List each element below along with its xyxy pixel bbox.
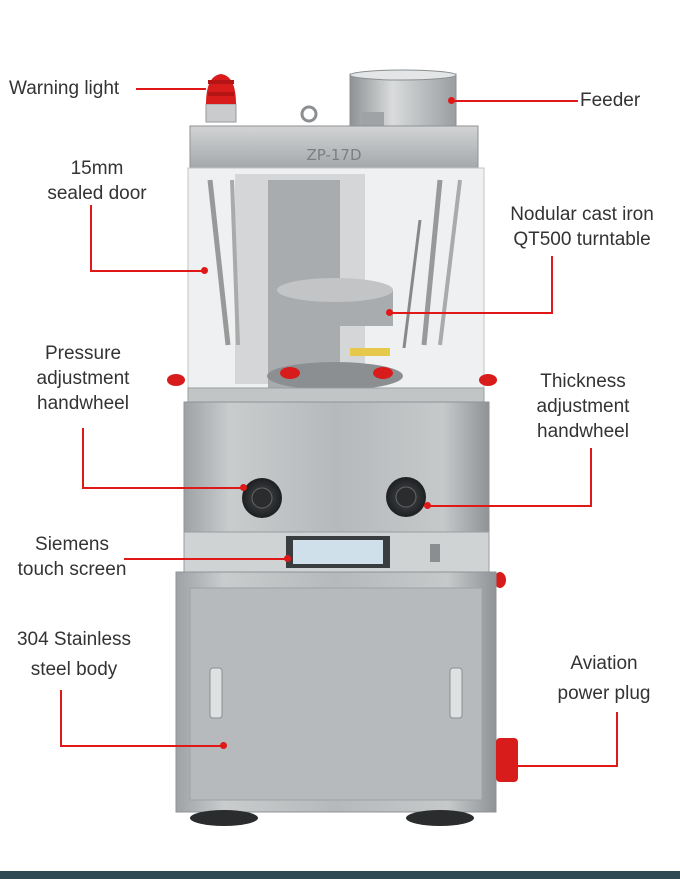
label-thickness-line-2: adjustment [536, 396, 630, 417]
label-body-line-1: 304 Stainless [16, 629, 132, 650]
warning-light-graphic [205, 74, 237, 123]
callout-line-power-plug-h [514, 765, 618, 767]
callout-line-pressure-v [82, 428, 84, 488]
label-thickness-handwheel: Thickness adjustment handwheel [522, 369, 644, 444]
label-sealed-door-line-1: 15mm [70, 158, 124, 179]
label-pressure-line-1: Pressure [44, 343, 122, 364]
callout-line-turntable-h [392, 312, 553, 314]
label-thickness-line-1: Thickness [540, 371, 626, 392]
callout-dot-turntable [386, 309, 393, 316]
callout-line-pressure-h [82, 487, 242, 489]
callout-dot-touch-screen [284, 555, 291, 562]
callout-line-thickness-h [428, 505, 592, 507]
label-turntable-line-2: QT500 turntable [513, 229, 651, 250]
callout-dot-body [220, 742, 227, 749]
callout-line-sealed-door-v [90, 205, 92, 271]
callout-line-body-v [60, 690, 62, 746]
callout-dot-sealed-door [201, 267, 208, 274]
callout-dot-thickness [424, 502, 431, 509]
label-warning-light: Warning light [9, 78, 120, 99]
callout-dot-feeder [448, 97, 455, 104]
callout-line-sealed-door-h [90, 270, 204, 272]
label-turntable: Nodular cast iron QT500 turntable [496, 202, 668, 252]
feeder-graphic [349, 69, 457, 130]
label-power-plug: Aviation power plug [538, 651, 670, 706]
label-pressure-line-2: adjustment [36, 368, 130, 389]
label-touch-screen-line-2: touch screen [17, 559, 127, 580]
label-touch-screen: Siemens touch screen [4, 532, 140, 582]
label-power-plug-line-1: Aviation [570, 653, 638, 674]
pressure-handwheel-graphic [242, 478, 282, 518]
callout-line-touch-screen [124, 558, 286, 560]
callout-line-body-h [60, 745, 222, 747]
callout-line-feeder [454, 100, 578, 102]
label-thickness-line-3: handwheel [537, 421, 629, 442]
label-touch-screen-line-1: Siemens [35, 534, 109, 555]
label-pressure-handwheel: Pressure adjustment handwheel [22, 341, 144, 416]
thickness-handwheel-graphic [386, 477, 426, 517]
label-turntable-line-1: Nodular cast iron [510, 204, 654, 225]
footer-bar [0, 871, 680, 879]
callout-line-power-plug-v [616, 712, 618, 766]
label-sealed-door-line-2: sealed door [47, 183, 147, 204]
label-sealed-door: 15mm sealed door [36, 156, 158, 206]
callout-dot-pressure [240, 484, 247, 491]
callout-line-turntable-v [551, 256, 553, 314]
label-body: 304 Stainless steel body [4, 627, 144, 682]
label-feeder: Feeder [580, 90, 641, 111]
callout-line-warning-light [136, 88, 206, 90]
label-power-plug-line-2: power plug [557, 683, 651, 704]
label-body-line-2: steel body [30, 659, 118, 680]
label-pressure-line-3: handwheel [37, 393, 129, 414]
callout-line-thickness-v [590, 448, 592, 506]
model-plate: ZP-17D [306, 146, 361, 164]
